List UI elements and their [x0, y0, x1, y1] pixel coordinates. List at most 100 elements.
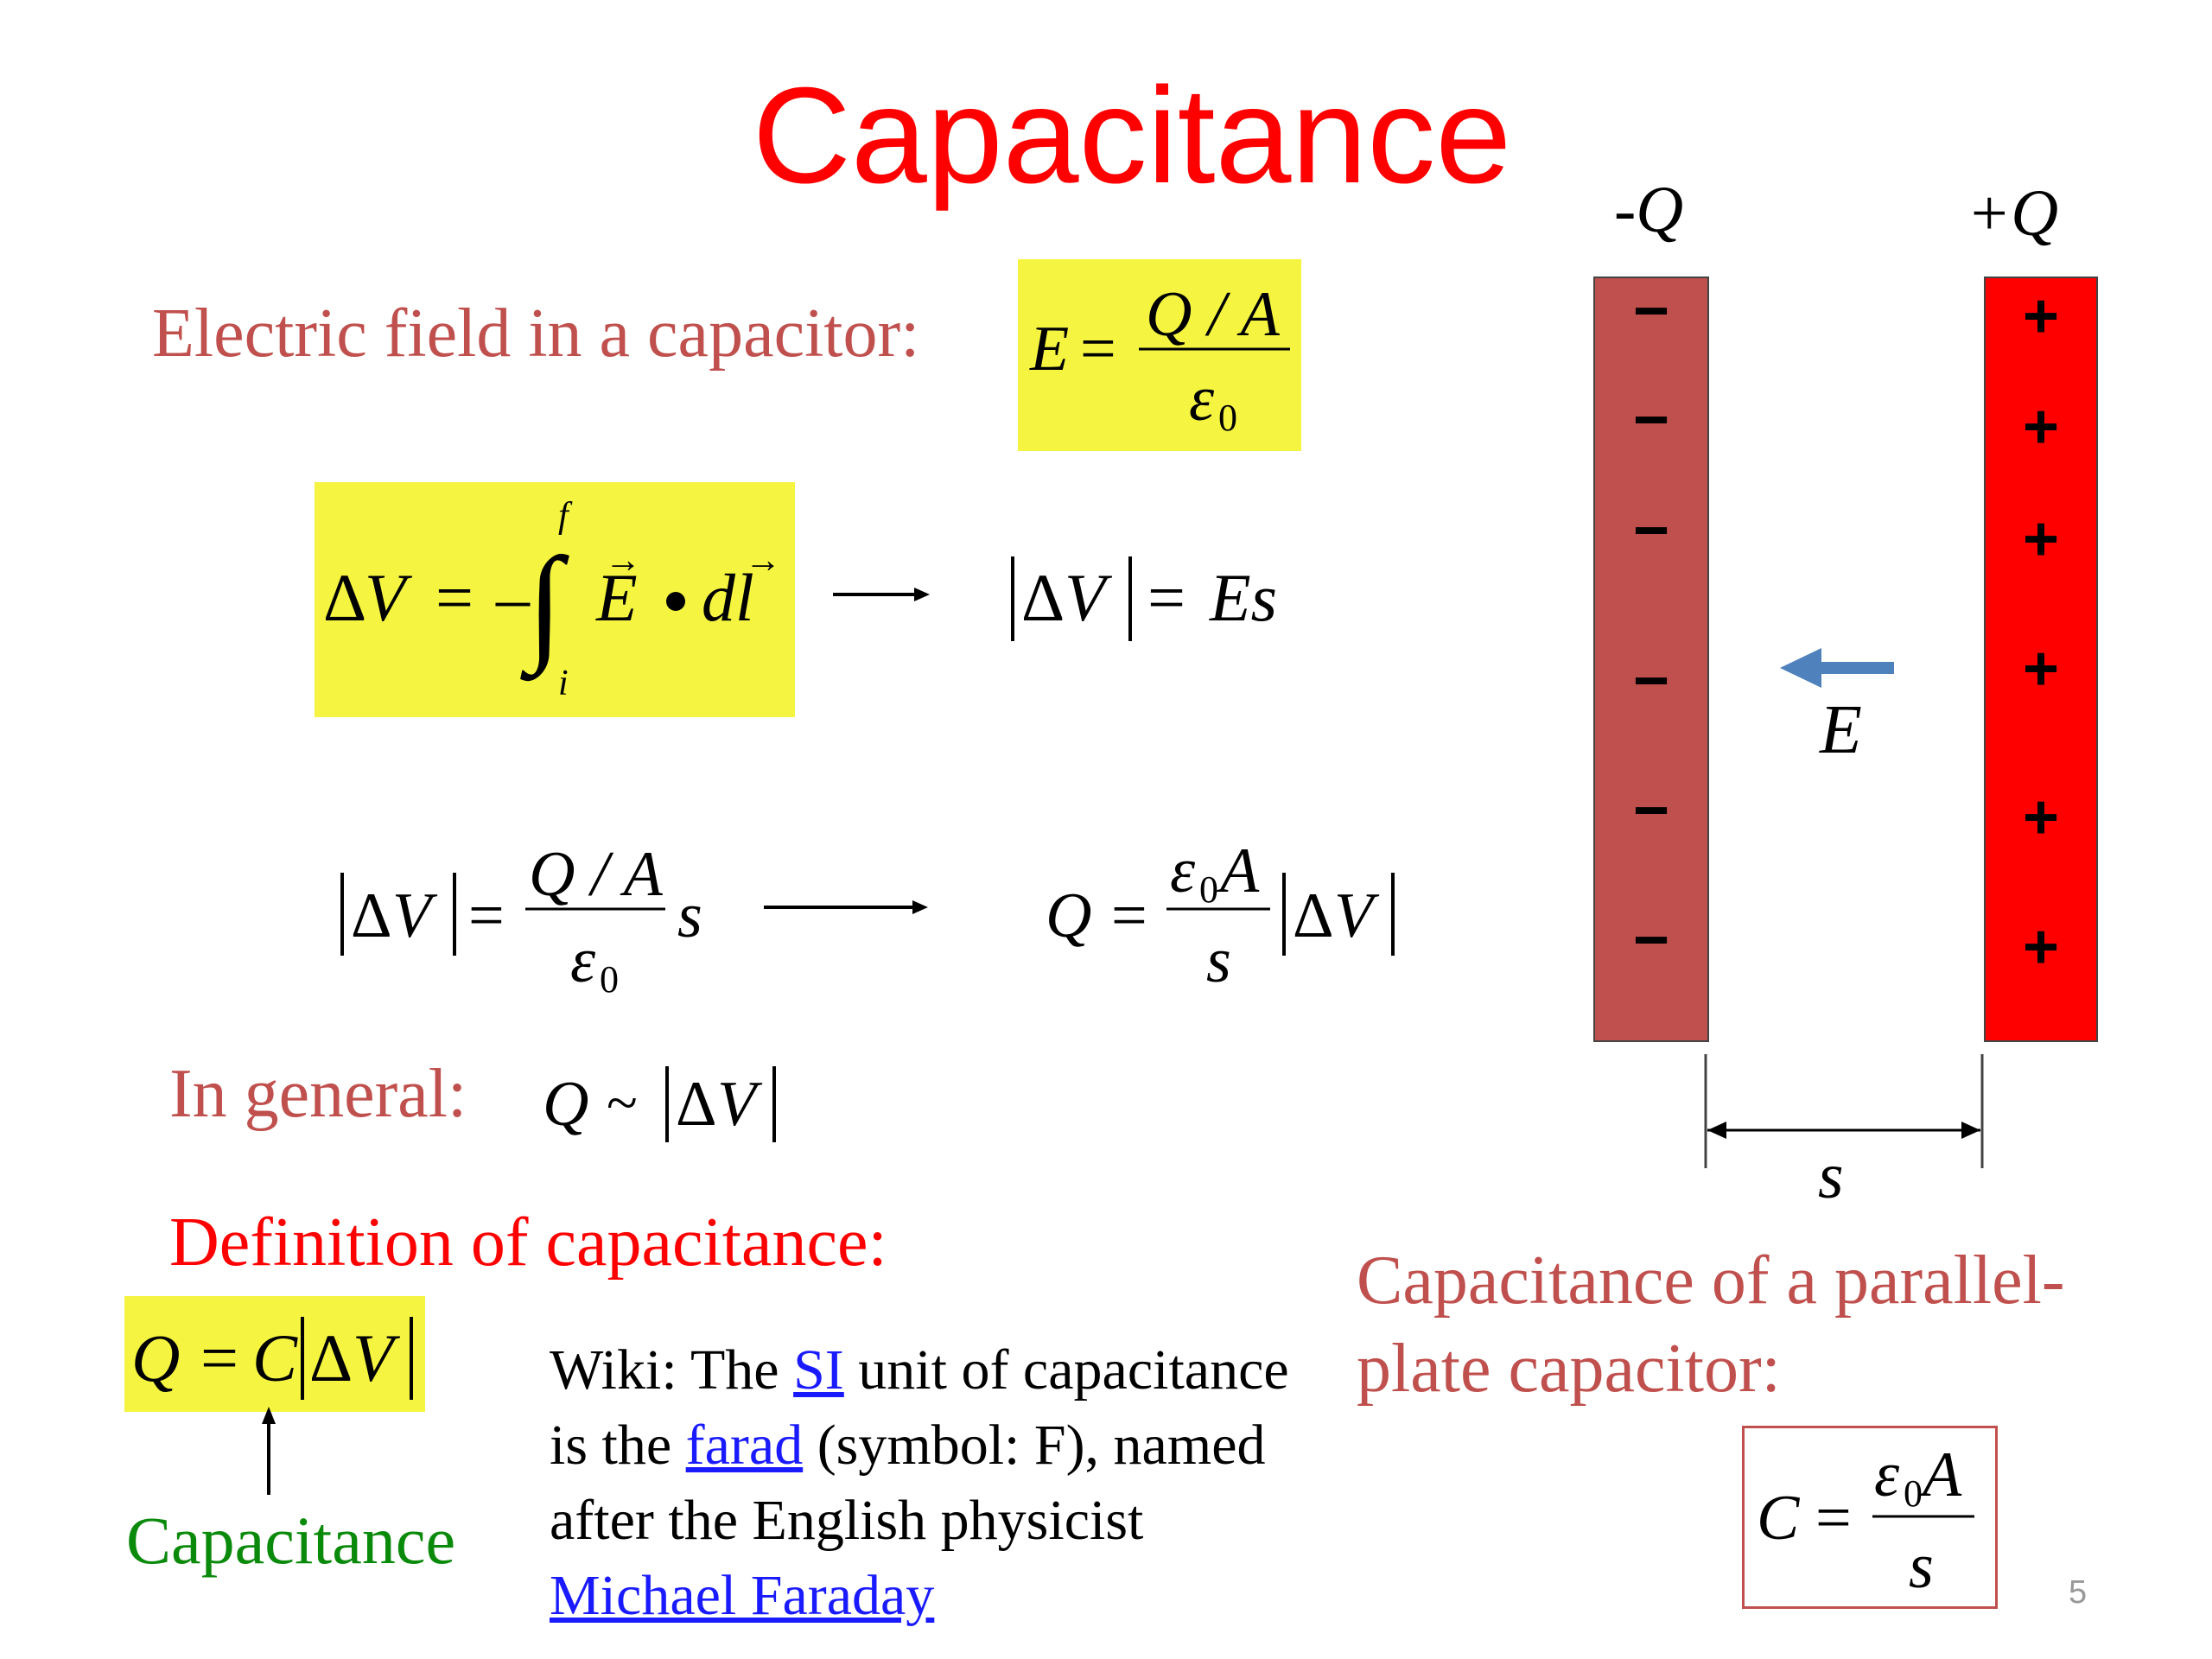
svg-text:Δ: Δ: [1293, 880, 1334, 951]
svg-text:ε: ε: [1874, 1440, 1900, 1510]
capacitance-label: Capacitance: [126, 1503, 456, 1578]
formula-c-equals-eps-a-over-s: C = ε 0 A s: [1757, 1440, 1974, 1602]
svg-text:E: E: [1029, 314, 1069, 385]
svg-text:0: 0: [600, 958, 619, 1001]
negative-plate: − − − − − −: [1593, 276, 1709, 1042]
wiki-line2-prefix: is the: [550, 1414, 686, 1477]
minus-sign: −: [1632, 276, 1670, 346]
minus-sign: −: [1632, 496, 1670, 565]
separation-label: s: [1818, 1140, 1844, 1212]
svg-text:i: i: [558, 664, 569, 703]
svg-text:∫: ∫: [520, 531, 569, 682]
definition-formula: Q = C Δ V: [124, 1296, 425, 1412]
svg-text:f: f: [558, 496, 573, 536]
svg-text:A: A: [1216, 836, 1260, 906]
svg-text:=: =: [1815, 1483, 1852, 1554]
slide-title: Capacitance: [752, 60, 1512, 212]
svg-text:V: V: [717, 1069, 763, 1140]
field-arrow: [1780, 648, 1894, 688]
wiki-line-3: after the English physicist: [550, 1489, 1144, 1552]
parallel-plate-label-line1: Capacitance of a parallel-: [1357, 1243, 2065, 1319]
svg-text:ε: ε: [570, 925, 596, 996]
svg-text:A: A: [1918, 1440, 1962, 1510]
definition-label: Definition of capacitance:: [169, 1205, 887, 1281]
michael-faraday-link[interactable]: Michael Faraday: [550, 1564, 935, 1627]
svg-text:Q / A: Q / A: [1146, 279, 1281, 350]
svg-text:0: 0: [1904, 1472, 1923, 1515]
svg-text:=: =: [1147, 560, 1185, 635]
implies-arrow-long: [764, 900, 928, 914]
plus-sign: +: [2022, 282, 2060, 351]
svg-text:~: ~: [607, 1071, 638, 1135]
svg-text:=: =: [1111, 880, 1147, 951]
minus-sign: −: [1632, 906, 1670, 975]
wiki-line-2: is the farad (symbol: F), named: [550, 1408, 1362, 1483]
plus-sign: +: [2022, 912, 2060, 982]
formula-abs-dv-equals-es: Δ V = Es: [1011, 556, 1277, 641]
svg-text:V: V: [1065, 560, 1113, 635]
plus-sign: +: [2022, 783, 2060, 852]
formula-e-equals-q-over-a-eps0: E = Q / A ε 0: [1029, 279, 1290, 439]
capacitance-pointer-arrow: [262, 1407, 276, 1495]
svg-text:Δ: Δ: [323, 560, 366, 635]
svg-text:Δ: Δ: [1021, 560, 1065, 635]
svg-text:C: C: [1757, 1483, 1801, 1554]
svg-text:Δ: Δ: [351, 880, 392, 951]
svg-text:Q: Q: [543, 1069, 588, 1140]
in-general-label: In general:: [169, 1056, 467, 1132]
formula-abs-dv-qa-eps-s: Δ V = Q / A ε 0 s: [340, 839, 702, 1001]
farad-link[interactable]: farad: [685, 1414, 804, 1477]
svg-text:s: s: [1206, 925, 1231, 996]
svg-text:V: V: [353, 1320, 401, 1395]
plus-sign: +: [2022, 505, 2060, 574]
svg-text:Δ: Δ: [676, 1069, 717, 1140]
svg-text:0: 0: [1218, 397, 1237, 439]
svg-text:ε: ε: [1189, 364, 1215, 435]
electric-field-label: Electric field in a capacitor:: [152, 296, 920, 372]
wiki-after-farad: (symbol: F), named: [803, 1414, 1266, 1477]
right-plate-charge-label: +Q: [1967, 177, 2059, 250]
svg-text:Es: Es: [1209, 560, 1277, 635]
left-plate-charge-label: -Q: [1614, 174, 1684, 246]
formula-q-proportional-dv: Q ~ Δ V: [543, 1066, 776, 1142]
minus-sign: −: [1632, 385, 1670, 454]
svg-text:E: E: [595, 560, 638, 635]
svg-text:ε: ε: [1170, 836, 1196, 906]
wiki-note: Wiki: The SI unit of capacitance is the …: [550, 1332, 1362, 1633]
wiki-line-1: Wiki: The SI unit of capacitance: [550, 1332, 1362, 1408]
si-link[interactable]: SI: [793, 1338, 844, 1402]
svg-text:C: C: [252, 1320, 298, 1395]
svg-text:=: =: [200, 1320, 238, 1395]
minus-sign: −: [1632, 776, 1670, 845]
svg-text:s: s: [1909, 1531, 1934, 1602]
formula-q-equals-eps-a-over-s: Q = ε 0 A s Δ V: [1046, 836, 1395, 996]
wiki-line-4: Michael Faraday: [550, 1558, 1362, 1633]
wiki-after-si: unit of capacitance: [843, 1338, 1289, 1402]
formula-q-equals-c-dv: Q = C Δ V: [131, 1317, 413, 1400]
svg-text:V: V: [1334, 880, 1380, 951]
parallel-plate-capacitance-formula: C = ε 0 A s: [1742, 1426, 1998, 1609]
svg-text:Δ: Δ: [309, 1320, 353, 1395]
svg-text:V: V: [392, 880, 438, 951]
electric-field-formula: E = Q / A ε 0: [1018, 259, 1301, 451]
wiki-prefix: Wiki: The: [550, 1338, 794, 1402]
svg-text:Q: Q: [1046, 880, 1091, 951]
plus-sign: +: [2022, 392, 2060, 461]
field-label: E: [1820, 692, 1862, 768]
positive-plate: + + + + + +: [1984, 276, 2098, 1042]
svg-text:→: →: [605, 541, 641, 581]
svg-text:dl: dl: [702, 560, 754, 635]
svg-text:=: =: [435, 560, 474, 635]
svg-text:0: 0: [1199, 868, 1218, 911]
svg-text:s: s: [677, 880, 702, 951]
potential-integral-formula: Δ V = – ∫ f i E → dl →: [315, 482, 795, 717]
parallel-plate-label-line2: plate capacitor:: [1357, 1331, 1781, 1407]
svg-text:Q / A: Q / A: [529, 839, 664, 910]
svg-text:V: V: [365, 560, 413, 635]
svg-text:–: –: [495, 560, 531, 635]
svg-text:=: =: [468, 880, 505, 951]
minus-sign: −: [1632, 646, 1670, 715]
svg-text:→: →: [745, 541, 781, 581]
svg-text:=: =: [1080, 314, 1116, 385]
svg-text:Q: Q: [131, 1320, 180, 1395]
